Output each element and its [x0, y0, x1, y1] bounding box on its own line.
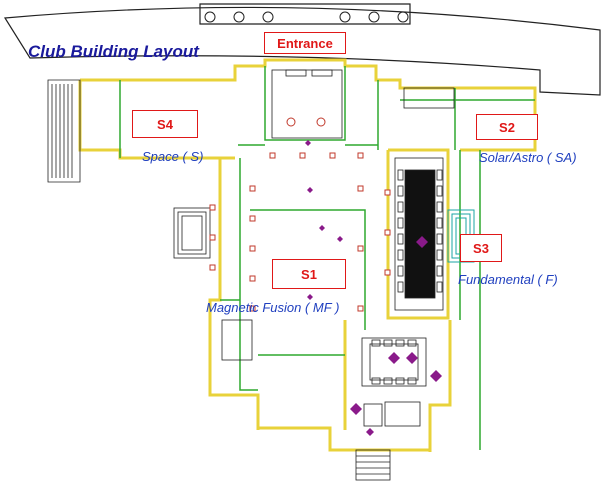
left-stairs — [47, 79, 81, 183]
facade-columns — [204, 11, 409, 23]
bottom-stairs — [355, 449, 391, 481]
section-s4-label: S4 — [132, 110, 198, 138]
section-s1-label: S1 — [272, 259, 346, 289]
accent-markers — [305, 140, 442, 436]
left-side-stairs — [173, 207, 211, 259]
lounge-furniture — [361, 337, 427, 427]
diagram-title: Club Building Layout — [28, 42, 199, 61]
fixtures — [286, 117, 326, 127]
zone-magnetic-fusion-label: Magnetic Fusion ( MF ) — [206, 300, 340, 315]
zone-solar-astro-label: Solar/Astro ( SA) — [479, 150, 577, 165]
booth-row — [394, 157, 444, 311]
section-s2-label: S2 — [476, 114, 538, 140]
zone-fundamental-label: Fundamental ( F) — [458, 272, 558, 287]
zone-space-label: Space ( S) — [142, 149, 204, 164]
facade-band-inner — [199, 3, 411, 25]
section-s3-label: S3 — [460, 234, 502, 262]
partitions — [119, 66, 535, 450]
columns — [209, 152, 391, 312]
small-rooms — [221, 69, 455, 427]
entrance-label: Entrance — [264, 32, 346, 54]
